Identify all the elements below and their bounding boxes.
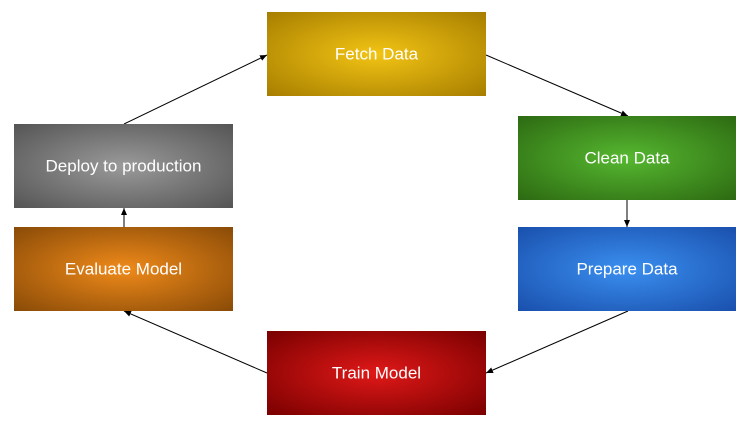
node-train-model[interactable]: Train Model xyxy=(267,331,486,415)
node-train-model-label: Train Model xyxy=(332,364,421,383)
node-deploy-to-production-label: Deploy to production xyxy=(46,157,202,176)
node-prepare-data[interactable]: Prepare Data xyxy=(518,227,736,311)
node-clean-data-box[interactable] xyxy=(518,116,736,200)
node-deploy-to-production[interactable]: Deploy to production xyxy=(14,124,233,208)
node-clean-data[interactable]: Clean Data xyxy=(518,116,736,200)
node-train-model-box[interactable] xyxy=(267,331,486,415)
edge-prepare-to-train xyxy=(485,310,629,374)
node-fetch-data-label: Fetch Data xyxy=(335,45,419,64)
edge-deploy-to-fetch xyxy=(123,54,268,125)
node-evaluate-model[interactable]: Evaluate Model xyxy=(14,227,233,311)
node-clean-data-label: Clean Data xyxy=(584,149,670,168)
edge-train-to-evaluate xyxy=(123,310,268,374)
node-prepare-data-box[interactable] xyxy=(518,227,736,311)
node-deploy-to-production-box[interactable] xyxy=(14,124,233,208)
node-evaluate-model-label: Evaluate Model xyxy=(65,260,182,279)
edges-layer xyxy=(121,54,630,374)
node-evaluate-model-box[interactable] xyxy=(14,227,233,311)
node-fetch-data[interactable]: Fetch Data xyxy=(267,12,486,96)
edge-fetch-to-clean xyxy=(485,54,629,117)
node-prepare-data-label: Prepare Data xyxy=(576,260,678,279)
node-fetch-data-box[interactable] xyxy=(267,12,486,96)
